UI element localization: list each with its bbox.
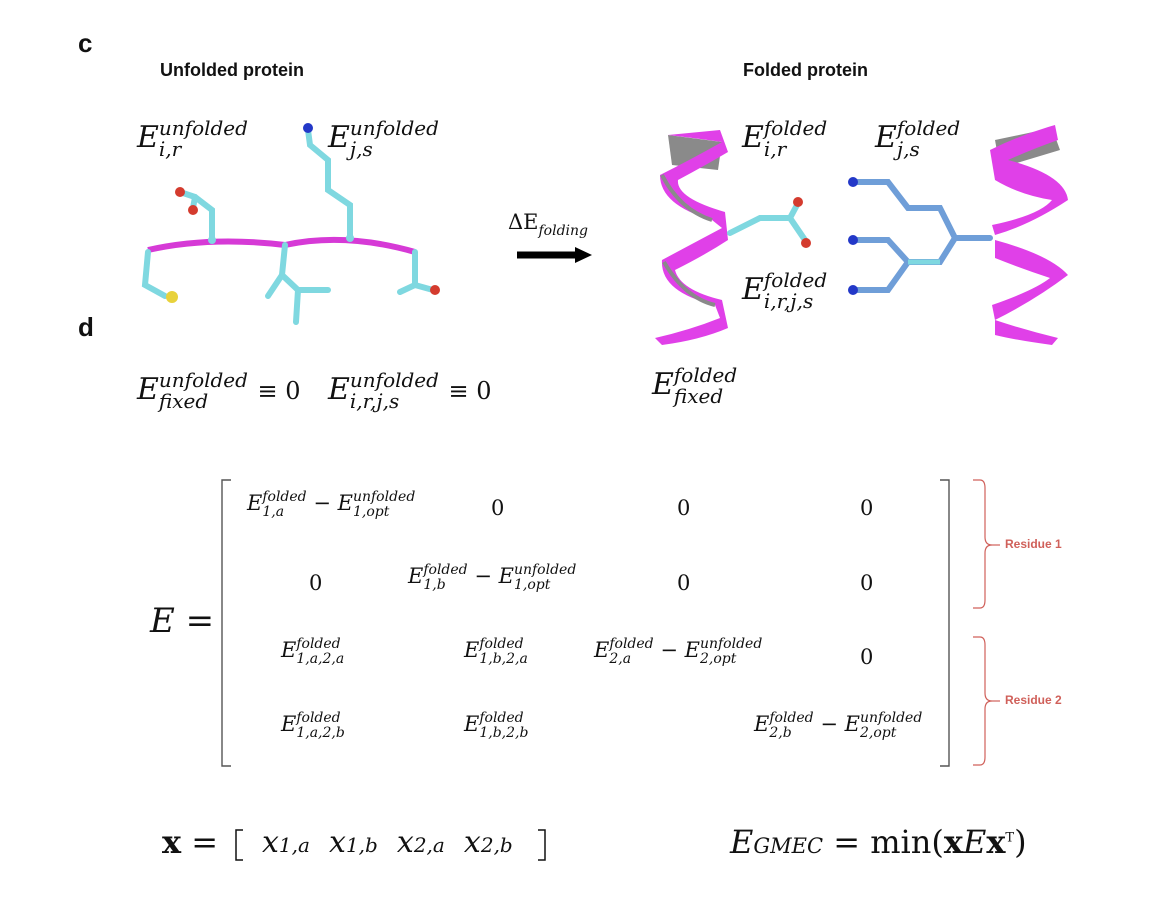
- residue-2-label: Residue 2: [1005, 693, 1062, 707]
- panel-c-label: c: [78, 28, 93, 58]
- matrix-cell-r2c4: 0: [860, 571, 874, 595]
- folded-protein-header: Folded protein: [743, 60, 868, 80]
- right-helix: [990, 125, 1068, 345]
- matrix-cell-r1c4: 0: [860, 496, 874, 520]
- gmec-equation: EGMEC = min(xExT): [730, 823, 1027, 861]
- matrix-cell-r1c2: 0: [491, 496, 505, 520]
- vector-x-lhs: x =: [162, 823, 219, 861]
- left-helix: [655, 130, 728, 345]
- vector-x-entries: x1,a x1,b x2,a x2,b: [262, 825, 513, 860]
- unfolded-protein-header: Unfolded protein: [160, 60, 304, 80]
- matrix-cell-r2c1: 0: [309, 571, 323, 595]
- matrix-cell-r3c4: 0: [860, 645, 874, 669]
- panel-d-label: d: [78, 312, 94, 342]
- matrix-cell-r1c3: 0: [677, 496, 691, 520]
- residue-1-label: Residue 1: [1005, 537, 1062, 551]
- matrix-lhs: E =: [150, 601, 215, 641]
- delta-E-folding: ΔEfolding: [508, 210, 589, 239]
- matrix-cell-r2c3: 0: [677, 571, 691, 595]
